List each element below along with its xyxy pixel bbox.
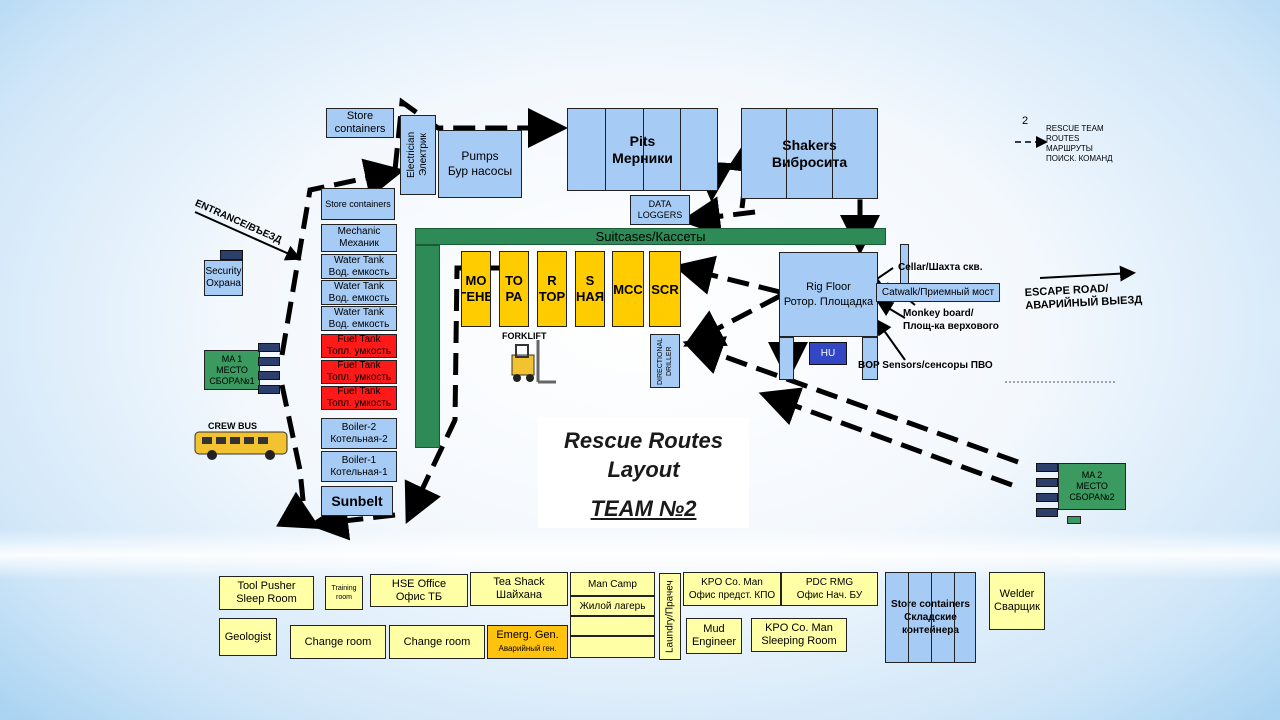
yellow-box-4: S НАЯ — [575, 251, 605, 327]
forklift-label: FORKLIFT — [502, 331, 547, 341]
store-divider — [908, 572, 909, 663]
yellow-box-1: MO ГЕНЕ — [461, 251, 491, 327]
catwalk-box: Catwalk/Приемный мост — [876, 283, 1000, 302]
water-tank-1: Water Tank Вод. емкость — [321, 254, 397, 279]
route-line — [308, 500, 396, 541]
camp-cell — [570, 616, 655, 636]
scr-box: SCR — [649, 251, 681, 327]
security-box: Security Охрана — [204, 260, 243, 296]
yellow-box-3: R ТОР — [537, 251, 567, 327]
route-line — [276, 384, 321, 529]
route-line — [279, 158, 405, 356]
ma2-bar — [1036, 463, 1058, 472]
ma1-bar — [258, 357, 280, 366]
data-loggers-box: DATA LOGGERS — [630, 195, 690, 225]
kpo-office-box: KPO Co. Man Офис предст. КПО — [683, 572, 781, 606]
pits-divider — [643, 108, 644, 191]
emergency-generator-box: Emerg. Gen. Аварийный ген. — [487, 625, 568, 659]
rig-floor-box: Rig Floor Ротор. Площадка — [779, 252, 878, 337]
pits-divider — [605, 108, 606, 191]
route-line — [680, 196, 756, 237]
mechanic-box: Mechanic Механик — [321, 224, 397, 252]
store-containers-bottom: Store containers Складские контейнера — [885, 572, 976, 663]
laundry-box: Laundry/Прачеч — [659, 573, 681, 660]
store-containers-left: Store containers — [321, 188, 395, 220]
geologist-box: Geologist — [219, 618, 277, 656]
yellow-box-2: TO РА — [499, 251, 529, 327]
emerg-gen-ru-label: Аварийный ген. — [498, 644, 557, 653]
boiler-2: Boiler-2 Котельная-2 — [321, 418, 397, 449]
water-tank-2: Water Tank Вод. емкость — [321, 280, 397, 305]
pits-box: Pits Мерники — [567, 108, 718, 191]
suitcases-bar: Suitcases/Кассеты — [415, 228, 886, 245]
escape-arrow — [1039, 265, 1136, 282]
muster-area-2: MA 2 МЕСТО СБОРА№2 — [1058, 463, 1126, 510]
crew-bus-label: CREW BUS — [208, 421, 257, 431]
cellar-label: Cellar/Шахта скв. — [898, 262, 983, 273]
crew-bus-icon — [194, 431, 288, 460]
rig-leg-right — [862, 337, 878, 380]
hse-office-box: HSE Office Офис ТБ — [370, 574, 468, 607]
boiler-1: Boiler-1 Котельная-1 — [321, 451, 397, 482]
ma2-bar — [1036, 478, 1058, 487]
route-line — [683, 293, 782, 347]
shakers-divider — [786, 108, 787, 199]
bop-pointer — [875, 318, 906, 361]
forklift-icon — [511, 340, 556, 384]
title-text: Rescue Routes Layout — [564, 428, 723, 482]
route-line — [392, 97, 568, 171]
legend-number: 2 — [1022, 115, 1029, 127]
pdc-office-box: PDC RMG Офис Нач. БУ — [781, 572, 878, 606]
emerg-gen-label: Emerg. Gen. — [496, 629, 559, 641]
team-title: TEAM №2 — [590, 496, 697, 521]
tea-shack-box: Tea Shack Шайхана — [470, 572, 568, 606]
route-line — [758, 387, 1013, 488]
tool-pusher-box: Tool Pusher Sleep Room — [219, 576, 314, 610]
rig-leg-left — [779, 337, 794, 380]
fuel-tank-3: Fuel Tank Топл. умкость — [321, 386, 397, 410]
security-bar — [220, 250, 243, 260]
muster-area-1: MA 1 МЕСТО СБОРА№1 — [204, 350, 260, 390]
shakers-divider — [832, 108, 833, 199]
fuel-tank-2: Fuel Tank Топл. умкость — [321, 360, 397, 384]
change-room-1: Change room — [290, 625, 386, 659]
living-camp-box: Жилой лагерь — [570, 596, 655, 616]
change-room-2: Change room — [389, 625, 485, 659]
mcc-box: MCC — [612, 251, 644, 327]
kpo-sleeping-box: KPO Co. Man Sleeping Room — [751, 618, 847, 652]
camp-cell — [570, 636, 655, 658]
legend-text: RESCUE TEAM ROUTES МАРШРУТЫ ПОИСК. КОМАН… — [1046, 124, 1113, 163]
ma2-bar — [1036, 493, 1058, 502]
store-containers-top: Store containers — [326, 108, 394, 138]
background-band — [0, 530, 1280, 580]
store-divider — [954, 572, 955, 663]
route-line — [682, 336, 1019, 465]
pits-divider — [680, 108, 681, 191]
ma1-bar — [258, 385, 280, 394]
ma1-bar — [258, 343, 280, 352]
ma1-bar — [258, 371, 280, 380]
directional-driller-box: DIRECTIONAL DRILLER — [650, 334, 680, 388]
sunbelt-box: Sunbelt — [321, 486, 393, 516]
welder-box: Welder Сварщик — [989, 572, 1045, 630]
fuel-tank-1: Fuel Tank Топл. умкость — [321, 334, 397, 358]
shakers-box: Shakers Вибросита — [741, 108, 878, 199]
route-line — [673, 255, 781, 295]
water-tank-3: Water Tank Вод. емкость — [321, 306, 397, 331]
pumps-box: Pumps Бур насосы — [438, 130, 522, 198]
man-camp-box: Man Camp — [570, 572, 655, 596]
training-room-box: Training room — [325, 576, 363, 610]
suitcases-column — [415, 245, 440, 448]
title-panel: Rescue Routes Layout TEAM №2 — [538, 418, 749, 528]
hu-box: HU — [809, 342, 847, 365]
entrance-arrow — [194, 211, 302, 261]
monkey-pointer — [876, 300, 906, 319]
ma2-bar — [1036, 508, 1058, 517]
electrician-box: Electrician Электрик — [400, 115, 436, 195]
monkey-board-label: Monkey board/ Площ-ка верхового — [903, 308, 999, 332]
store-divider — [931, 572, 932, 663]
mud-engineer-box: Mud Engineer — [686, 618, 742, 654]
bop-label: BOP Sensors/сенсоры ПВО — [858, 360, 993, 371]
ma2-marker — [1067, 516, 1081, 524]
